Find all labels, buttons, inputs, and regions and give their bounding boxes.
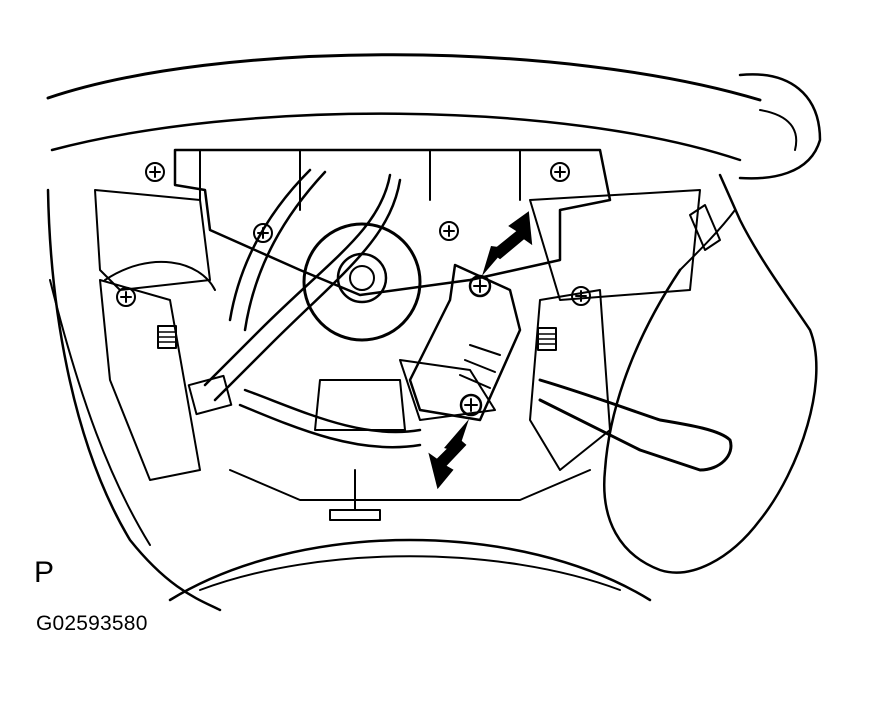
screw-icon (439, 221, 459, 241)
lower-screw-icon (459, 393, 483, 417)
hub-frame (94, 148, 701, 521)
connector-assembly (399, 263, 522, 422)
column-cover (738, 73, 822, 180)
upper-screw-icon (468, 274, 492, 298)
steering-wheel-rim (46, 53, 762, 612)
figure-code: G02593580 (36, 612, 148, 635)
upper-arrow (482, 211, 533, 276)
screw-icon (550, 162, 570, 182)
screw-icon (116, 287, 136, 307)
screw-icon (253, 223, 273, 243)
screw-icon (145, 162, 165, 182)
clip-icon (537, 327, 557, 351)
view-letter: P (34, 556, 55, 589)
screwdriver (538, 173, 818, 574)
lower-arrow (428, 419, 469, 490)
clip-icon (157, 325, 177, 349)
screw-icon (571, 286, 591, 306)
wire-harness (104, 168, 422, 449)
